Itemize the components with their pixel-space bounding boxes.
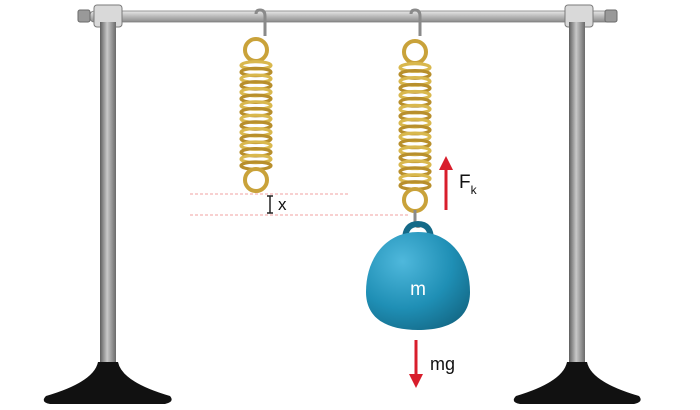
spring-force-head [439,156,453,170]
right-post [569,22,585,370]
spring-force-main-text: F [459,172,471,193]
spring-force-label: Fk [459,172,478,197]
spring-force-subscript: k [471,183,478,197]
left-coils [239,60,273,171]
stand [43,4,641,404]
right-base [513,362,641,404]
left-top-loop [243,37,269,63]
left-post [100,22,116,370]
loaded-spring [398,8,432,228]
weight-label: mg [430,354,455,374]
top-bar [89,10,611,23]
mass-body [366,232,470,330]
right-hook [409,8,422,36]
right-top-loop [402,39,428,65]
right-coils [398,62,432,191]
left-base [43,362,172,404]
extension-guides: x [190,193,410,216]
right-bottom-loop [402,187,428,213]
left-hook [254,8,267,36]
extension-label: x [278,195,287,214]
mass-block: m [366,220,470,330]
mass-label: m [410,279,426,300]
weight-arrow: mg [409,340,455,388]
left-bottom-loop [243,167,269,193]
right-knob [604,9,618,23]
weight-head [409,374,423,388]
left-knob [77,9,91,23]
spring-force-arrow: Fk [439,156,478,210]
unloaded-spring [239,8,273,193]
mass-handle [402,220,434,241]
